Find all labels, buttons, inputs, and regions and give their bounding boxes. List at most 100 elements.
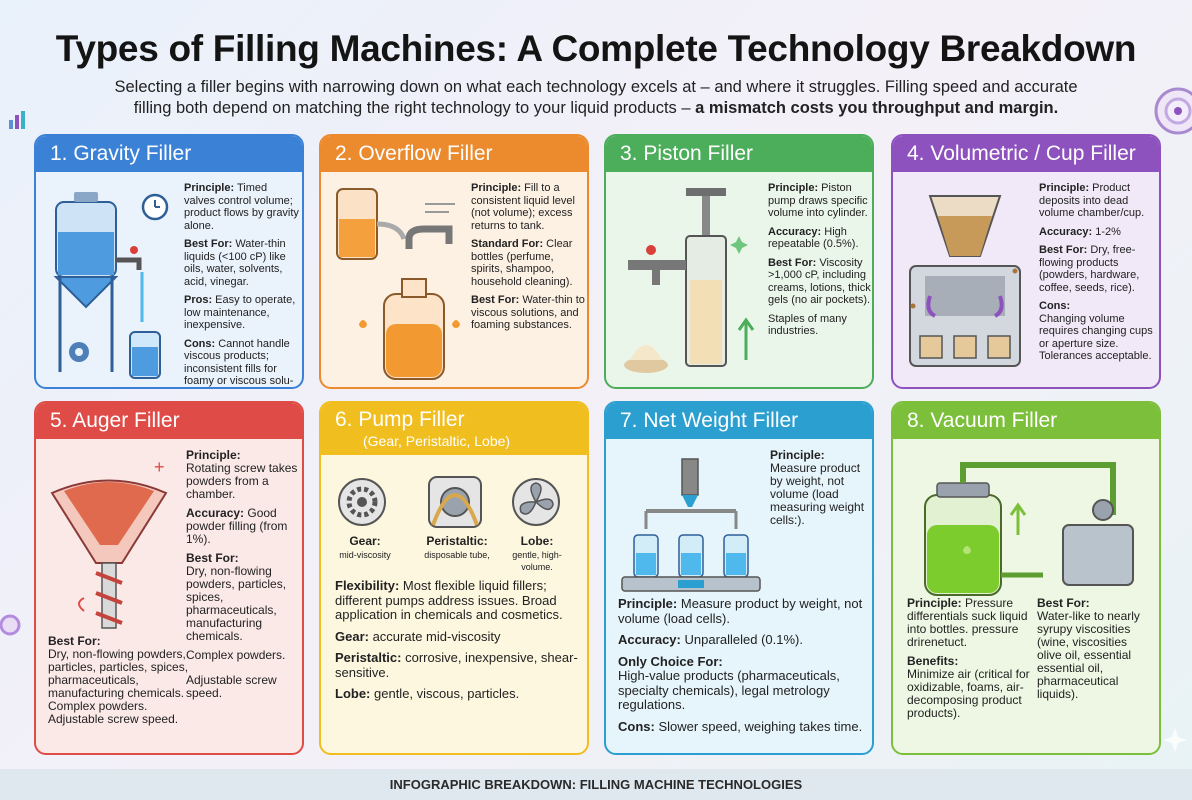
label: Cons: [1039,300,1071,312]
circle-decoration [0,610,24,645]
label: Cons: [184,337,216,350]
value: Good powder filling (from 1%). [186,506,288,546]
card-net-weight-filler: 7. Net Weight Filler Principle:Measure p… [604,401,874,755]
value: Pressure differentials suck liquid into … [907,596,1028,649]
card-vacuum-filler: 8. Vacuum Filler Principle: Pressure dif… [891,401,1161,755]
value: Rotating screw takes powders from a cham… [186,461,298,501]
card-text-right: Best For:Water-like to nearly syrupy vis… [1037,597,1155,707]
value: Dry, non-flowing powders, particles, par… [48,647,189,726]
card-text-bottom: Best For:Dry, non-flowing powders, parti… [48,635,192,732]
value: mid-viscosity [339,549,391,560]
value: Complex powders. [186,648,286,662]
card-auger-filler: 5. Auger Filler + Principle:Rotating scr… [34,401,304,755]
card-text-top: Principle:Rotating screw takes powders f… [186,449,302,649]
subtitle-line-1: Selecting a filler begins with narrowing… [114,78,1078,96]
card-text: Principle: Timed valves control volume; … [184,182,300,387]
page-title: Types of Filling Machines: A Complete Te… [55,28,1137,69]
value: Water-thin liquids (<100 cP) like oils, … [184,238,286,288]
value: Clear bottles (perfume, spirits, shampoo… [471,238,573,288]
card-text-top: Principle:Measure product by weight, not… [770,449,870,533]
card-heading: 5. Auger Filler [36,403,302,439]
volumetric-cup-illustration [905,186,1035,381]
label: Accuracy: [768,225,822,238]
page-subtitle: Selecting a filler begins with narrowing… [80,77,1112,119]
label: Accuracy: [1039,225,1093,238]
value: Slower speed, weighing takes time. [654,718,863,734]
card-heading: 7. Net Weight Filler [606,403,872,439]
label: Standard For: [471,238,544,250]
card-heading: 2. Overflow Filler [321,136,587,172]
value: 1-2% [1092,225,1121,238]
label: Best For: [768,256,817,269]
label: Gear: [335,628,369,644]
value: Unparalleled (0.1%). [680,632,803,647]
card-heading-sub: (Gear, Peristaltic, Lobe) [363,433,511,449]
label: Best For: [186,551,239,565]
value: Viscosity >1,000 cP, including creams, l… [768,256,871,307]
clock-icon [140,192,170,227]
label: Best For: [48,634,101,648]
label: Peristaltic: [335,650,402,665]
value: Timed valves control volume; product flo… [184,182,299,232]
card-overflow-filler: 2. Overflow Filler Principle: Fill to a … [319,134,589,389]
label: Principle: [768,182,819,194]
value: Staples of many industries. [768,312,847,338]
card-heading-title: 6. Pump Filler [335,408,465,431]
label: Accuracy: [186,506,245,520]
label: Principle: [186,448,241,462]
value: accurate mid-viscosity [368,628,501,644]
value: Easy to operate, low maintenance, inexpe… [184,294,296,331]
label: Lobe: [520,534,554,548]
value: High-value products (pharmaceuticals, sp… [618,668,840,712]
label: Benefits: [907,654,959,668]
value: Most flexible liquid fillers; different … [335,578,563,622]
label: Principle: [471,182,522,194]
card-heading: 3. Piston Filler [606,136,872,172]
card-piston-filler: 3. Piston Filler Principle: Piston pump … [604,134,874,389]
value: Minimize air (critical for oxidizable, f… [907,667,1030,720]
lobe-pump-icon [511,477,561,532]
value: disposable tube, [424,549,490,560]
label: Gear: [349,534,381,548]
value: Piston pump draws specific volume into c… [768,182,868,219]
bar-chart-decoration [8,108,30,135]
label: Peristaltic: [426,534,488,548]
value: gentle, high-volume. [512,549,562,572]
value: Dry, free-flowing products (powders, har… [1039,244,1140,294]
value: Water-like to nearly syrupy viscosities … [1037,609,1140,701]
card-pump-filler: 6. Pump Filler (Gear, Peristaltic, Lobe)… [319,401,589,755]
label: Principle: [770,448,825,462]
label: Best For: [1039,244,1088,256]
card-text-left: Principle: Pressure differentials suck l… [907,597,1031,726]
svg-text:+: + [154,457,165,477]
lobe-caption: Lobe: gentle, high-volume. [507,535,567,574]
piston-illustration [616,180,766,385]
label: Best For: [184,238,233,250]
value: gentle, viscous, particles. [370,686,520,701]
subtitle-line-2: filling both depend on matching the righ… [133,99,696,117]
value: Product deposits into dead volume chambe… [1039,182,1145,219]
sparkle-decoration [1163,728,1187,757]
card-text-bottom: Principle: Measure product by weight, no… [618,596,870,741]
gear-caption: Gear: mid-viscosity [335,535,395,561]
card-text: Principle: Product deposits into dead vo… [1039,182,1157,369]
target-decoration [1148,86,1192,141]
value: Adjustable screw speed. [186,673,277,700]
card-gravity-filler: 1. Gravity Filler P [34,134,304,389]
label: Only Choice For: [618,653,723,669]
footer-caption: INFOGRAPHIC BREAKDOWN: FILLING MACHINE T… [0,769,1192,800]
label: Pros: [184,294,213,306]
label: Best For: [1037,596,1090,610]
label: Accuracy: [618,632,681,647]
card-heading: 6. Pump Filler (Gear, Peristaltic, Lobe) [321,403,587,455]
card-volumetric-filler: 4. Volumetric / Cup Filler Principle: Pr… [891,134,1161,389]
subtitle-emphasis: a mismatch costs you throughput and marg… [695,99,1059,117]
card-text: Principle: Piston pump draws specific vo… [768,182,872,344]
label: Principle: [184,182,235,194]
label: Principle: [907,596,962,610]
card-text-side: Complex powders. Adjustable screw speed. [186,649,296,706]
card-text: Flexibility: Most flexible liquid filler… [335,578,585,709]
value: Fill to a consistent liquid level (not v… [471,182,575,232]
value: Water-thin to viscous solutions, and foa… [471,294,585,331]
peristaltic-caption: Peristaltic: disposable tube, [417,535,497,561]
